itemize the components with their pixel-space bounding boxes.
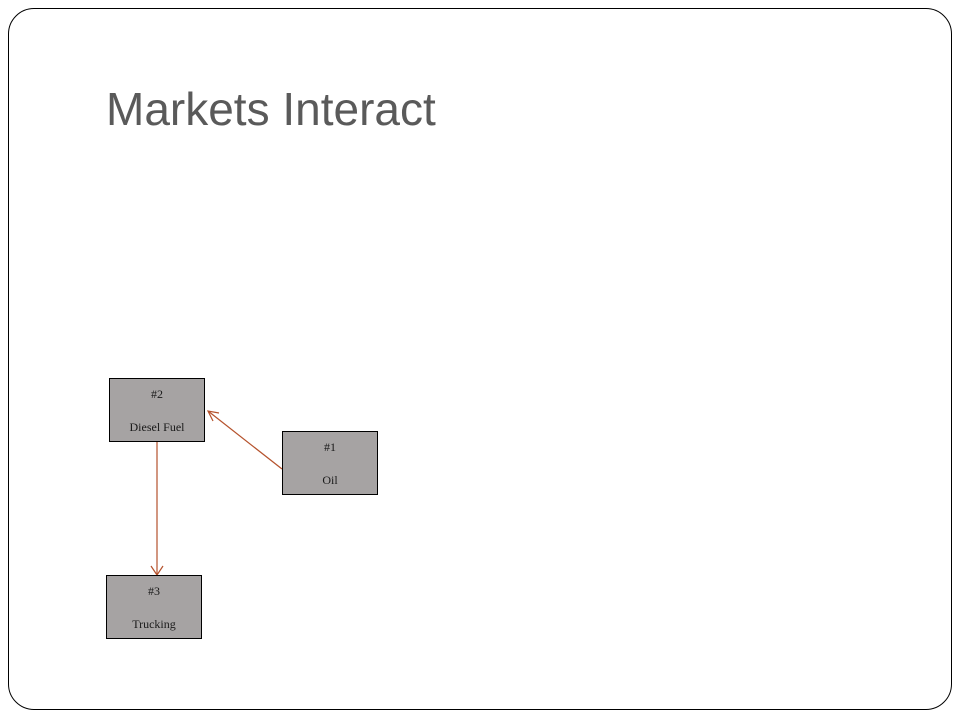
node-label: Diesel Fuel	[129, 420, 185, 434]
node-number: #1	[324, 440, 336, 454]
node-number: #2	[151, 387, 163, 401]
node-trucking: #3 Trucking	[106, 575, 202, 639]
node-label: Oil	[322, 473, 338, 487]
node-oil: #1 Oil	[282, 431, 378, 495]
slide-title: Markets Interact	[106, 83, 436, 135]
node-number: #3	[148, 584, 160, 598]
node-diesel-fuel: #2 Diesel Fuel	[109, 378, 205, 442]
node-label: Trucking	[132, 617, 176, 631]
